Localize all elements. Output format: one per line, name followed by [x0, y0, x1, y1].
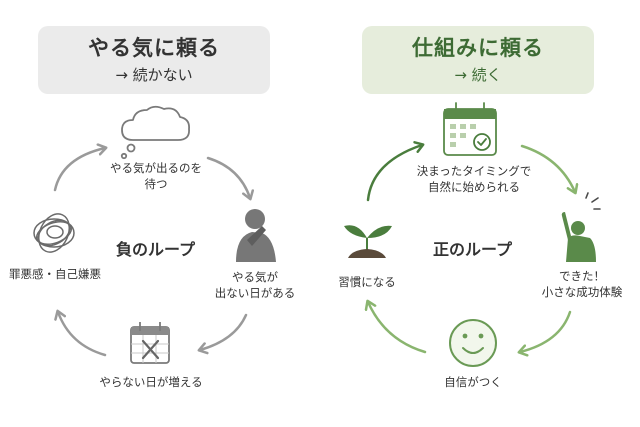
node-wait-for-motivation: やる気が出るのを 待つ: [104, 160, 208, 192]
dejected-person-icon: [236, 209, 276, 262]
node-more-skipped-days: やらない日が増える: [99, 375, 203, 389]
arrow-bottom-to-left: [54, 309, 107, 357]
node-label-line: 待つ: [144, 177, 168, 191]
calendar-cross-icon: [130, 322, 170, 364]
arrow-left-to-top: [366, 141, 425, 202]
node-becomes-habit: 習慣になる: [338, 275, 396, 289]
tangled-scribble-icon: [33, 213, 75, 253]
positive-loop-title: 仕組みに頼る: [412, 36, 544, 60]
negative-loop-title: やる気に頼る: [88, 36, 220, 60]
node-label-line: 自然に始められる: [428, 180, 520, 194]
node-label-line: 小さな成功体験: [541, 285, 623, 299]
node-small-success: できた！ 小さな成功体験: [530, 268, 634, 300]
node-label-line: できた！: [559, 269, 605, 283]
node-no-motivation-days: やる気が 出ない日がある: [205, 269, 305, 301]
node-label-line: やる気が: [232, 270, 278, 284]
arrow-left-to-top: [53, 143, 108, 192]
node-label-line: 出ない日がある: [214, 286, 296, 300]
positive-loop-center-label: 正のループ: [433, 240, 513, 259]
sprout-icon: [344, 225, 392, 258]
arrow-right-to-bottom: [517, 310, 572, 357]
positive-loop-header: 仕組みに頼る → 続く: [362, 26, 594, 94]
node-gain-confidence: 自信がつく: [444, 375, 502, 389]
arrow-top-to-right: [520, 144, 579, 195]
negative-loop-center-label: 負のループ: [116, 240, 196, 259]
node-start-naturally: 決まったタイミングで 自然に始められる: [412, 163, 536, 195]
node-guilt: 罪悪感・自己嫌悪: [9, 267, 101, 281]
thought-cloud-icon: [120, 105, 190, 160]
negative-loop-header: やる気に頼る → 続かない: [38, 26, 270, 94]
arrow-top-to-right: [206, 156, 255, 201]
node-label-line: 決まったタイミングで: [416, 164, 532, 178]
calendar-check-icon: [443, 102, 497, 156]
positive-loop-subtitle: → 続く: [454, 66, 502, 84]
smiley-face-icon: [449, 319, 497, 367]
node-label-line: やる気が出るのを: [110, 161, 202, 175]
raised-hand-person-icon: [561, 192, 601, 262]
negative-loop-subtitle: → 続かない: [115, 66, 193, 84]
arrow-bottom-to-left: [364, 299, 427, 354]
arrow-right-to-bottom: [197, 313, 248, 355]
